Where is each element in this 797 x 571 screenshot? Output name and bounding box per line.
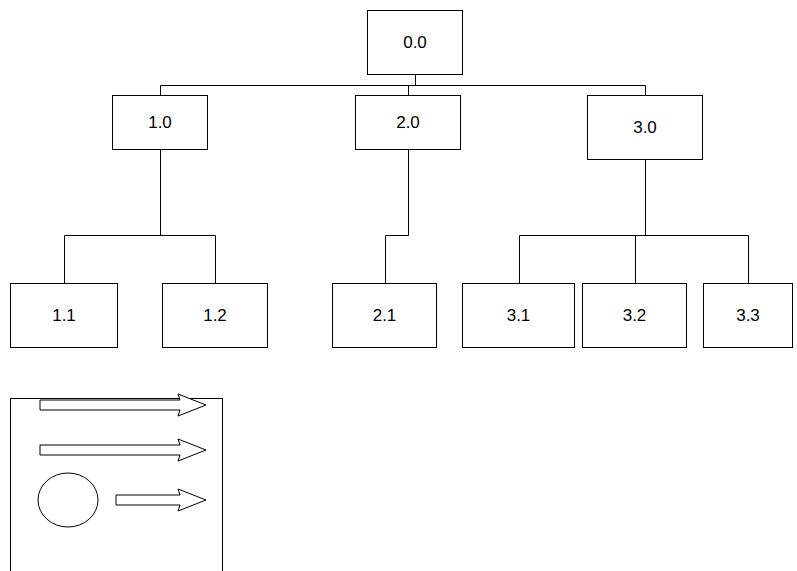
process-box: 3.0 [587,95,703,160]
process-box: 1.0 [112,95,208,150]
box-label: 1.2 [197,306,233,326]
tree-connector [416,75,646,95]
tree-connector [636,160,646,283]
process-box: 1.2 [162,283,268,348]
box-label: 3.3 [730,306,766,326]
tree-connector [161,150,216,283]
tree-connector [386,150,409,283]
process-box: 3.3 [703,283,793,348]
tree-connector [520,160,646,283]
process-box: 2.0 [355,95,461,150]
box-label: 1.0 [142,113,178,133]
tree-connector [646,160,749,283]
tree-connector [161,75,416,95]
process-box: 3.2 [582,283,687,348]
arrow-symbol [40,394,206,416]
box-label: 3.2 [617,306,653,326]
process-box: 3.1 [462,283,575,348]
tree-connector [409,75,416,95]
box-label: 0.0 [397,33,433,53]
box-label: 3.1 [501,306,537,326]
process-box: 2.1 [332,283,437,348]
box-label: 1.1 [46,306,82,326]
box-label: 2.0 [390,113,426,133]
arrow-symbol [40,439,206,461]
legend-box [11,399,223,571]
process-box: 0.0 [367,10,463,75]
arrow-symbol [116,489,206,511]
circle-symbol [38,473,98,527]
process-box: 1.1 [10,283,118,348]
box-label: 3.0 [627,118,663,138]
tree-connector [65,150,161,283]
box-label: 2.1 [367,306,403,326]
